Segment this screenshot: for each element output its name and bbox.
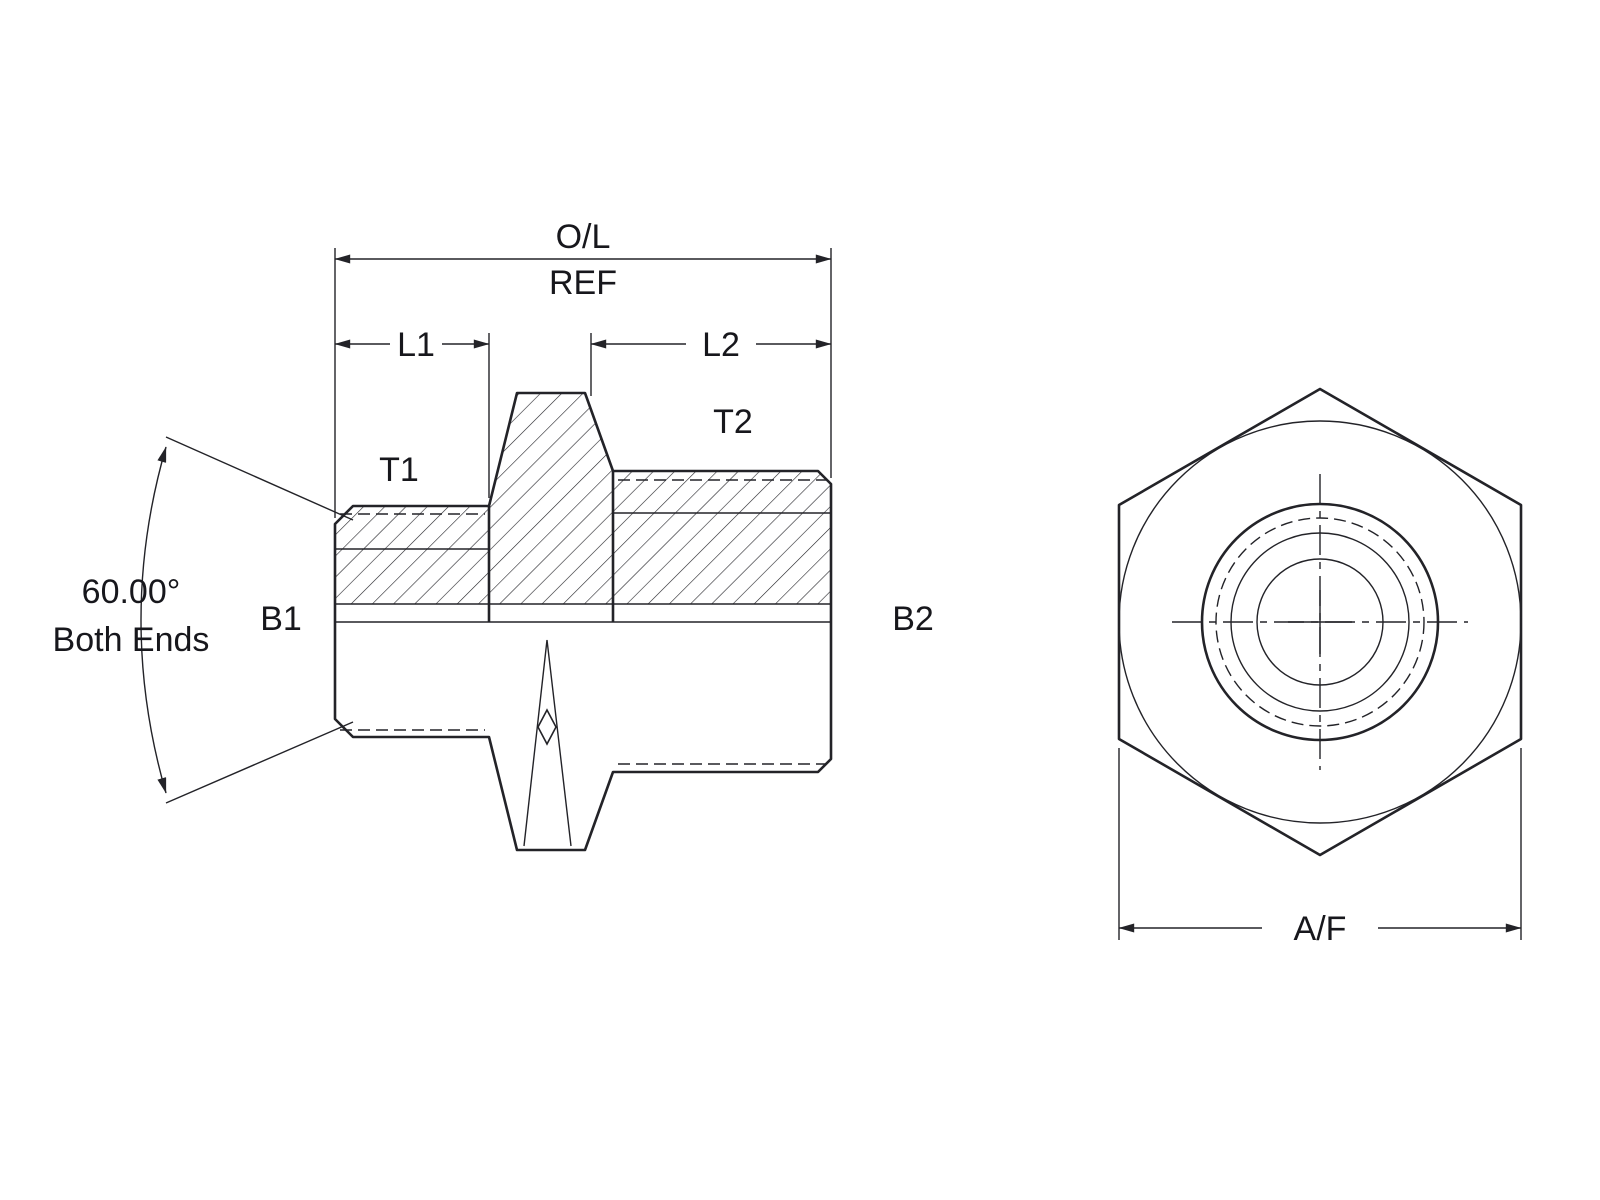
center-cross <box>1288 590 1352 654</box>
label-b1: B1 <box>260 600 302 638</box>
hex-outline <box>1117 387 1523 857</box>
dimension-l1: L1 <box>334 326 490 498</box>
side-view: O/L REF L1 L2 60.00° Both Ends T1 T2 <box>53 218 934 852</box>
outline-upper <box>333 391 833 622</box>
dimension-l2: L2 <box>590 326 832 396</box>
dimension-af: A/F <box>1118 748 1522 948</box>
label-t1: T1 <box>379 451 419 489</box>
end-view: A/F <box>1117 387 1523 948</box>
dim-label-af: A/F <box>1294 910 1347 948</box>
outline-lower <box>333 622 833 852</box>
angle-line-lower <box>165 721 354 804</box>
angle-value-label: 60.00° <box>82 573 181 611</box>
angle-line-upper <box>165 436 354 521</box>
label-b2: B2 <box>892 600 934 638</box>
dimension-angle: 60.00° Both Ends <box>53 436 354 804</box>
hex-corner-edge <box>523 639 572 847</box>
dim-label-ref: REF <box>549 264 617 302</box>
angle-note-label: Both Ends <box>53 621 210 659</box>
hex-chamfer-circle <box>1118 420 1522 824</box>
angle-arc <box>140 446 167 794</box>
section-hatch <box>335 393 831 604</box>
dim-label-l2: L2 <box>702 326 740 364</box>
dim-label-ol: O/L <box>556 218 611 256</box>
dimension-overall-length: O/L REF <box>334 218 832 518</box>
hex-corner-break-diamond <box>537 708 557 746</box>
dim-label-l1: L1 <box>397 326 435 364</box>
label-t2: T2 <box>713 403 753 441</box>
